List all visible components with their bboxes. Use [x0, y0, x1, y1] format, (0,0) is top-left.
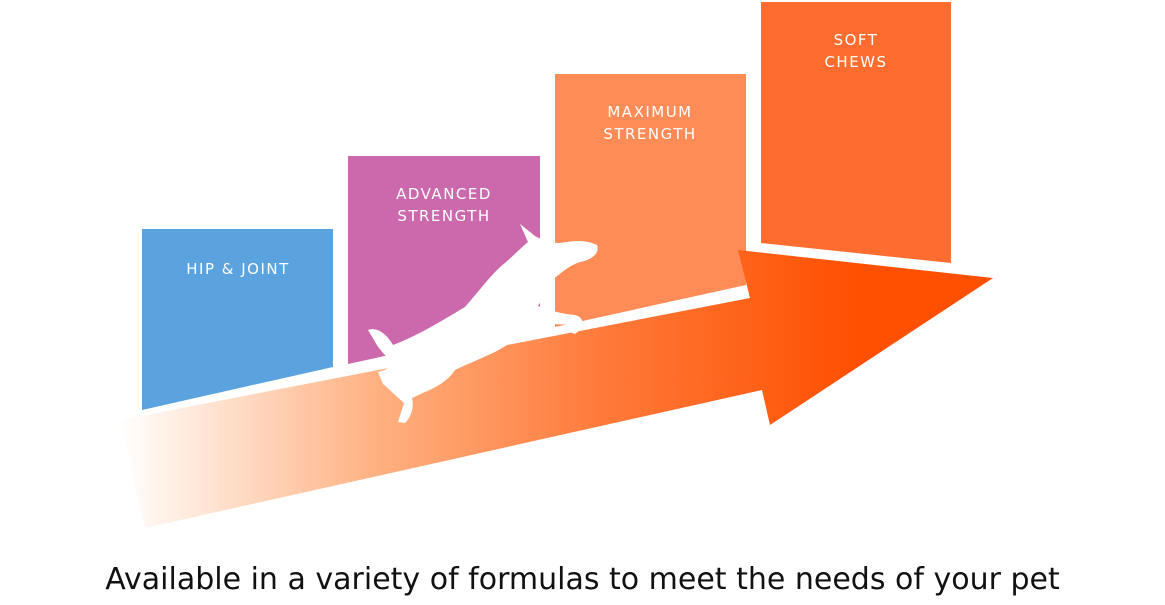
- step-block: [555, 74, 746, 327]
- step-block: [761, 2, 951, 263]
- step-maximum-strength: MAXIMUM STRENGTH: [555, 74, 746, 327]
- step-label: ADVANCED: [396, 185, 492, 203]
- leaping-dog-silhouette-icon: [368, 224, 598, 423]
- step-soft-chews: SOFT CHEWS: [761, 2, 951, 263]
- step-label: STRENGTH: [603, 125, 696, 143]
- step-label: STRENGTH: [397, 207, 490, 225]
- step-label: HIP & JOINT: [186, 260, 290, 278]
- step-label: MAXIMUM: [607, 103, 692, 121]
- step-label: CHEWS: [824, 53, 887, 71]
- step-hip-joint: HIP & JOINT: [142, 229, 333, 410]
- step-block: [142, 229, 333, 410]
- tagline-caption: Available in a variety of formulas to me…: [105, 562, 1060, 597]
- step-label: SOFT: [834, 31, 879, 49]
- rising-arrow: [120, 250, 993, 528]
